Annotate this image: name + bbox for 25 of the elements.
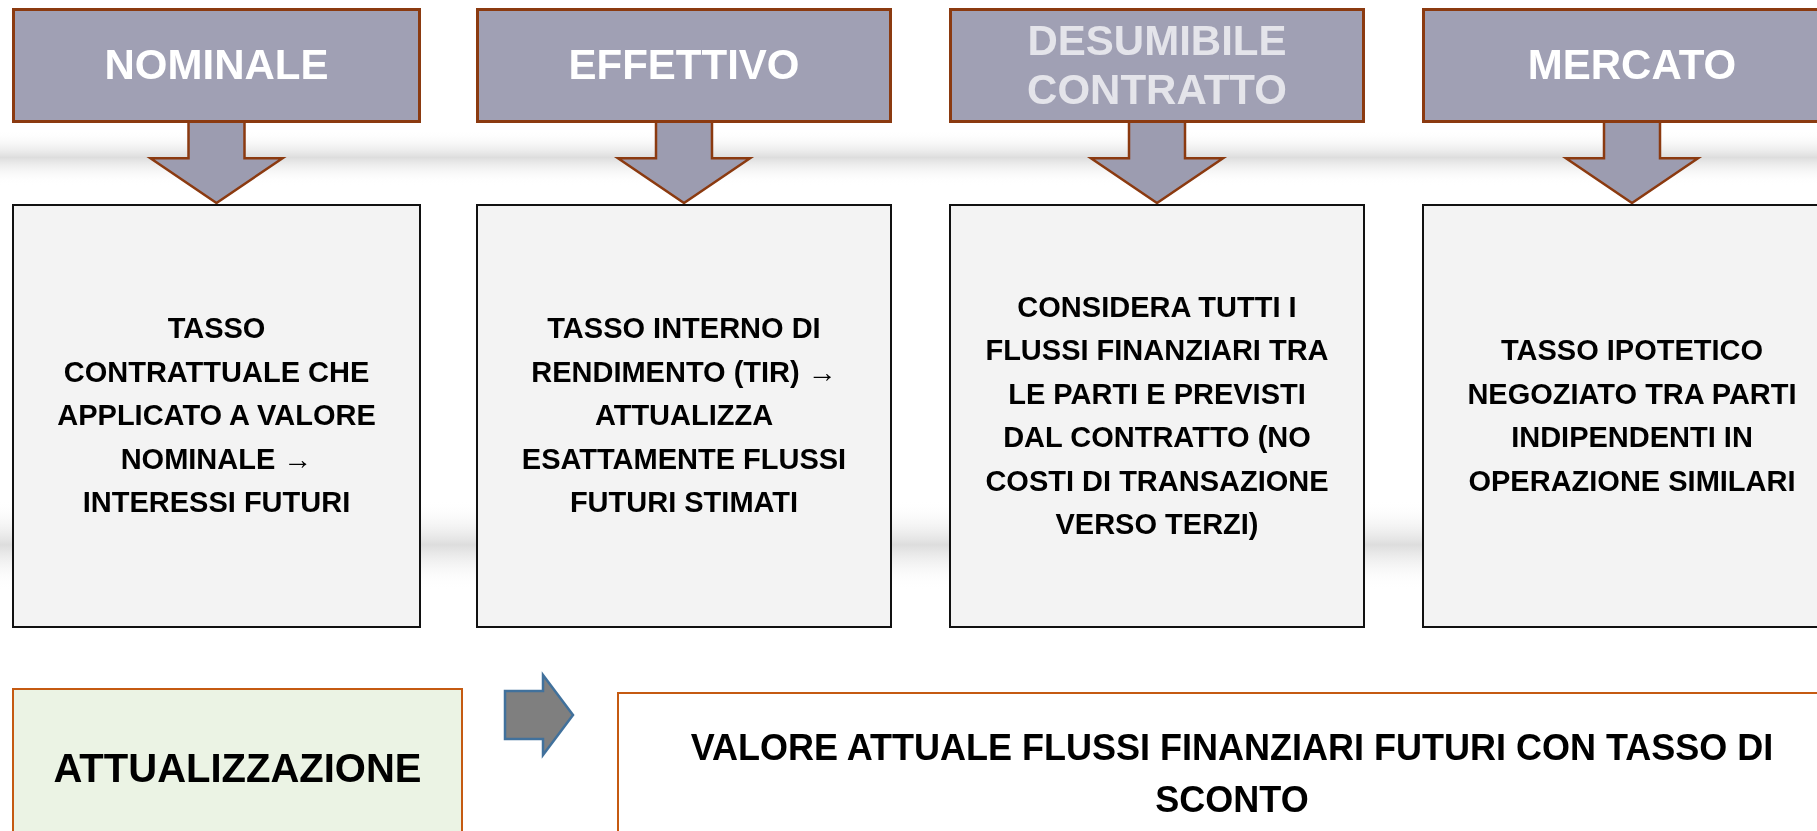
box-text: TASSO CONTRATTUALE CHE APPLICATO A VALORE NOMINALE → INTERESSI FUTURI	[56, 311, 377, 521]
header-box	[12, 8, 421, 123]
box-text: EFFETTIVO	[568, 41, 800, 90]
description-box	[1422, 204, 1817, 628]
block-arrow	[503, 671, 575, 759]
description-box	[949, 204, 1365, 628]
header-box	[1422, 8, 1817, 123]
box-text: CONSIDERA TUTTI I FLUSSI FINANZIARI TRA LE PARTI E PREVISTI DAL CONTRATTO (NO COSTI DI TRANSAZIONE VERSO TERZI)	[985, 289, 1329, 542]
box-text: ATTUALIZZAZIONE	[53, 745, 422, 791]
concept-box	[12, 688, 463, 831]
header-box	[949, 8, 1365, 123]
box-text: VALORE ATTUALE FLUSSI FINANZIARI FUTURI CON TASSO DI SCONTO	[689, 726, 1775, 823]
header-box	[476, 8, 892, 123]
description-box	[476, 204, 892, 628]
block-arrow	[1561, 120, 1703, 205]
block-arrow	[613, 120, 755, 205]
box-text: DESUMIBILE CONTRATTO	[1026, 17, 1288, 114]
box-text: TASSO IPOTETICO NEGOZIATO TRA PARTI INDIPENDENTI IN OPERAZIONE SIMILARI	[1466, 333, 1798, 499]
box-text: MERCATO	[1527, 41, 1737, 90]
definition-box	[617, 692, 1817, 831]
block-arrow	[146, 120, 287, 205]
description-box	[12, 204, 421, 628]
box-text: NOMINALE	[104, 41, 329, 90]
box-text: TASSO INTERNO DI RENDIMENTO (TIR) → ATTUALIZZA ESATTAMENTE FLUSSI FUTURI STIMATI	[520, 311, 848, 521]
block-arrow	[1086, 120, 1228, 205]
